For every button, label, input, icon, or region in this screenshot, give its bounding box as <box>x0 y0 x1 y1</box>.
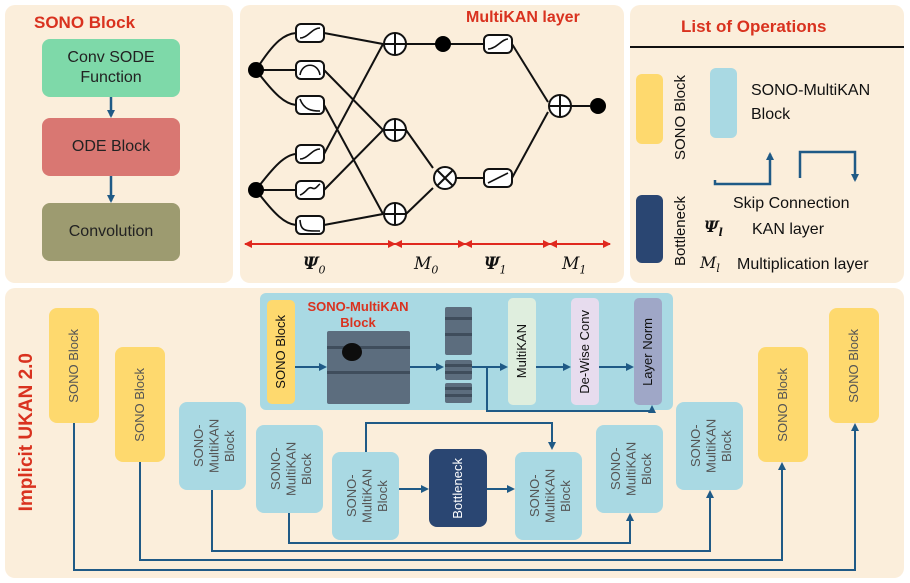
m1-label: M1 <box>562 254 587 277</box>
legend-sono-swatch <box>636 74 663 144</box>
conv-sode-node: Conv SODE Function <box>42 39 180 97</box>
hidden-neuron <box>435 36 451 52</box>
legend-skip-label: Skip Connection <box>733 195 850 212</box>
skip-down-arrow-icon <box>798 150 859 182</box>
legend-kan-label: KAN layer <box>752 221 825 238</box>
decoder-multikan-block-4: SONO-MultiKAN Block <box>596 425 663 513</box>
psi1-label: Ψ1 <box>484 254 507 277</box>
encoder-multikan-block-4: SONO-MultiKAN Block <box>256 425 323 513</box>
legend-mult-symbol: Ml <box>700 253 720 276</box>
ultrasound-image-small-2 <box>445 360 472 380</box>
inset-multikan: MultiKAN <box>508 298 536 405</box>
output-neuron <box>590 98 606 114</box>
activation-icon <box>295 95 325 115</box>
ultrasound-image-main <box>327 331 410 404</box>
inset-title: SONO-MultiKAN Block <box>307 299 409 330</box>
activation-icon <box>295 180 325 200</box>
skip-connection-icons <box>713 150 859 186</box>
encoder-sono-block-1: SONO Block <box>49 308 99 423</box>
inset-dewise-conv: De-Wise Conv <box>571 298 599 405</box>
activation-icon <box>295 60 325 80</box>
convolution-node: Convolution <box>42 203 180 261</box>
decoder-sono-block-1: SONO Block <box>829 308 879 423</box>
sono-block-title: SONO Block <box>34 13 136 32</box>
decoder-multikan-block-3: SONO-MultiKAN Block <box>676 402 743 490</box>
multikan-network-diagram <box>244 23 611 248</box>
ukan-title: Implicit UKAN 2.0 <box>15 353 37 512</box>
encoder-sono-block-2: SONO Block <box>115 347 165 462</box>
sum-nodes <box>383 32 572 226</box>
decoder-multikan-block-5: SONO-MultiKAN Block <box>515 452 582 540</box>
legend-multikan-label: SONO-MultiKAN Block <box>751 82 871 123</box>
operations-panel <box>630 5 904 283</box>
ultrasound-lesion <box>342 343 362 361</box>
legend-mult-label: Multiplication layer <box>737 256 869 273</box>
psi0-label: Ψ0 <box>303 254 326 277</box>
legend-sono-label: SONO Block <box>672 75 689 161</box>
activation-curves <box>299 27 509 232</box>
ultrasound-image-small-1 <box>445 307 472 355</box>
decoder-sono-block-2: SONO Block <box>758 347 808 462</box>
operations-title: List of Operations <box>681 17 827 36</box>
product-node <box>433 166 457 190</box>
encoder-multikan-block-5: SONO-MultiKAN Block <box>332 452 399 540</box>
input-neuron-1 <box>248 62 264 78</box>
sono-block-arrows <box>107 97 115 203</box>
multikan-title: MultiKAN layer <box>466 9 580 26</box>
input-neurons <box>248 62 264 198</box>
m0-label: M0 <box>414 254 439 277</box>
input-neuron-2 <box>248 182 264 198</box>
inset-layer-norm: Layer Norm <box>634 298 662 405</box>
inset-sono-block: SONO Block <box>267 300 295 404</box>
legend-bottleneck-label: Bottleneck <box>672 195 689 267</box>
ultrasound-image-small-3 <box>445 383 472 403</box>
skip-up-arrow-icon <box>713 152 774 186</box>
legend-bottleneck-swatch <box>636 195 663 263</box>
legend-kan-symbol: Ψl <box>704 217 723 240</box>
legend-multikan-swatch <box>710 68 737 138</box>
ode-block-node: ODE Block <box>42 118 180 176</box>
encoder-multikan-block-3: SONO-MultiKAN Block <box>179 402 246 490</box>
bottleneck-block: Bottleneck <box>429 449 487 527</box>
ukan-title-wrap: Implicit UKAN 2.0 <box>12 295 42 570</box>
operations-divider <box>630 46 904 48</box>
